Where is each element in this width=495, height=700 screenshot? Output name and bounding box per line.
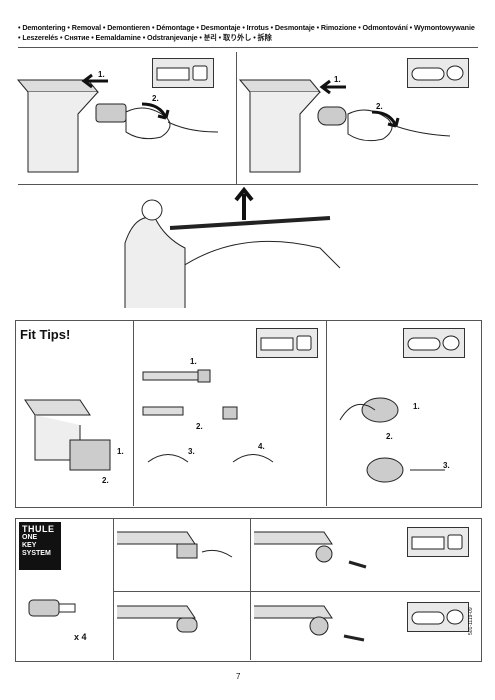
aero-bar-inset — [407, 58, 469, 88]
square-bar-profile-icon — [411, 534, 463, 550]
square-bar-inset — [256, 328, 318, 358]
fit-tips-foot-illustration — [24, 399, 111, 471]
one-key-illustration-1 — [117, 531, 233, 559]
up-arrow-icon — [234, 186, 254, 220]
one-key-illustration-3 — [117, 605, 198, 633]
arrow-icon — [319, 79, 346, 95]
aero-bar-profile-icon — [411, 65, 464, 81]
removal-illustration-square — [16, 79, 219, 173]
aero-bar-profile-icon — [411, 609, 464, 625]
fit-tips-aero-illustration — [339, 397, 445, 483]
thule-one-key-logo: THULE ONE KEY SYSTEM — [19, 522, 61, 570]
languages-line-2: • Leszerelés • Снятие • Eemaldamine • Od… — [18, 33, 272, 42]
thule-brand: THULE — [22, 524, 55, 534]
aero-bar-inset — [407, 602, 469, 632]
step-2-label: 2. — [102, 476, 109, 485]
rotate-arrow-icon — [371, 110, 400, 128]
step-4-label: 4. — [258, 442, 265, 451]
step-2-label: 2. — [386, 432, 393, 441]
languages-line-1: • Demontering • Removal • Demontieren • … — [18, 23, 475, 32]
aero-bar-profile-icon — [407, 335, 460, 351]
one-key-divider — [113, 519, 114, 660]
one-key-divider-2 — [250, 519, 251, 660]
square-bar-profile-icon — [260, 335, 312, 351]
fit-tips-divider-1 — [133, 321, 134, 506]
fit-tips-divider-2 — [326, 321, 327, 506]
step-1-label: 1. — [98, 70, 105, 79]
square-bar-profile-icon — [156, 65, 208, 81]
document-code: 501-1119-09 — [468, 607, 474, 635]
removal-bottom-rule — [18, 184, 478, 185]
page-number: 7 — [236, 672, 241, 681]
top-rule — [18, 47, 478, 48]
lock-quantity: x 4 — [74, 632, 87, 642]
step-2-label: 2. — [376, 102, 383, 111]
fit-tips-title: Fit Tips! — [20, 327, 71, 342]
removal-divider — [236, 52, 237, 184]
thule-line-1: ONE — [22, 534, 38, 541]
languages-header: • Demontering • Removal • Demontieren • … — [18, 23, 478, 43]
arrow-icon — [81, 73, 108, 89]
fit-tips-square-illustration — [142, 369, 274, 463]
one-key-panel — [15, 518, 482, 662]
step-2-label: 2. — [196, 422, 203, 431]
one-key-illustration-4 — [254, 605, 365, 642]
lift-off-illustration — [124, 199, 341, 308]
one-key-mid-rule — [113, 591, 480, 592]
step-1-label: 1. — [117, 447, 124, 456]
step-1-label: 1. — [334, 75, 341, 84]
step-1-label: 1. — [413, 402, 420, 411]
rotate-arrow-icon — [141, 102, 170, 120]
one-key-illustration-2 — [254, 531, 367, 569]
step-1-label: 1. — [190, 357, 197, 366]
step-3-label: 3. — [188, 447, 195, 456]
step-3-label: 3. — [443, 461, 450, 470]
square-bar-inset — [407, 527, 469, 557]
step-2-label: 2. — [152, 94, 159, 103]
aero-bar-inset — [403, 328, 465, 358]
square-bar-inset — [152, 58, 214, 88]
key-icon — [28, 599, 76, 617]
thule-line-2: KEY — [22, 542, 37, 549]
thule-line-3: SYSTEM — [22, 550, 51, 557]
